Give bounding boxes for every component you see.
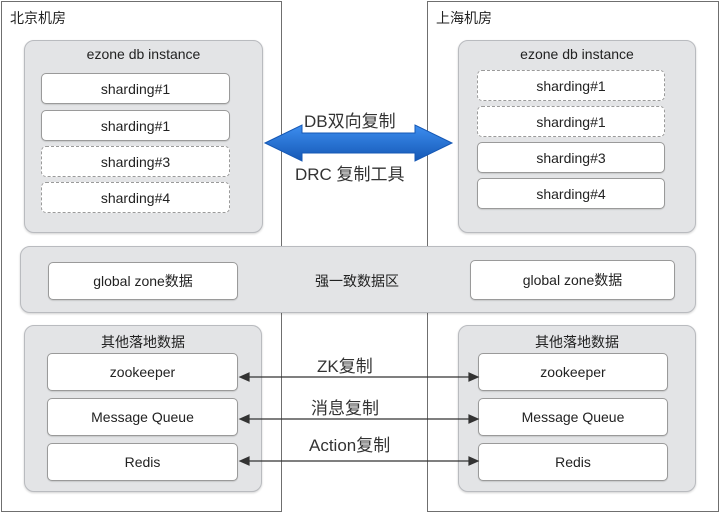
strong-consistency-zone: global zone数据 强一致数据区 global zone数据 xyxy=(20,246,696,313)
left-other-data: 其他落地数据 zookeeper Message Queue Redis xyxy=(24,325,262,492)
left-global-zone-data: global zone数据 xyxy=(48,262,238,300)
right-ezone-db-instance: ezone db instance sharding#1 sharding#1 … xyxy=(458,40,696,233)
zk-replication-label: ZK复制 xyxy=(317,357,373,376)
right-redis: Redis xyxy=(478,443,668,481)
left-ezone-db-instance: ezone db instance sharding#1 sharding#1 … xyxy=(24,40,263,233)
right-shard-4: sharding#4 xyxy=(477,178,665,209)
db-replication-bottom-label: DRC 复制工具 xyxy=(295,165,405,184)
db-bidirectional-arrow xyxy=(263,124,454,162)
right-zookeeper: zookeeper xyxy=(478,353,668,391)
action-replication-label: Action复制 xyxy=(309,436,391,455)
db-replication-top-label: DB双向复制 xyxy=(304,112,396,131)
right-global-zone-data: global zone数据 xyxy=(470,260,675,300)
strong-consistency-label: 强一致数据区 xyxy=(315,273,399,289)
right-shard-3: sharding#3 xyxy=(477,142,665,173)
left-redis: Redis xyxy=(47,443,238,481)
zk-replication-arrow xyxy=(238,372,480,382)
left-zookeeper: zookeeper xyxy=(47,353,238,391)
right-shard-1: sharding#1 xyxy=(477,70,665,101)
shanghai-datacenter-title: 上海机房 xyxy=(436,10,492,26)
mq-replication-arrow xyxy=(238,414,480,424)
left-shard-2: sharding#1 xyxy=(41,110,230,141)
right-other-data-title: 其他落地数据 xyxy=(535,334,619,350)
left-instance-title: ezone db instance xyxy=(86,46,201,62)
left-shard-4: sharding#4 xyxy=(41,182,230,213)
left-shard-1: sharding#1 xyxy=(41,73,230,104)
mq-replication-label: 消息复制 xyxy=(311,399,379,418)
right-message-queue: Message Queue xyxy=(478,398,668,436)
action-replication-arrow xyxy=(238,456,480,466)
left-shard-3: sharding#3 xyxy=(41,146,230,177)
right-shard-2: sharding#1 xyxy=(477,106,665,137)
right-other-data: 其他落地数据 zookeeper Message Queue Redis xyxy=(458,325,696,492)
right-instance-title: ezone db instance xyxy=(520,46,634,62)
left-message-queue: Message Queue xyxy=(47,398,238,436)
beijing-datacenter-title: 北京机房 xyxy=(10,10,66,26)
left-other-data-title: 其他落地数据 xyxy=(101,334,185,350)
